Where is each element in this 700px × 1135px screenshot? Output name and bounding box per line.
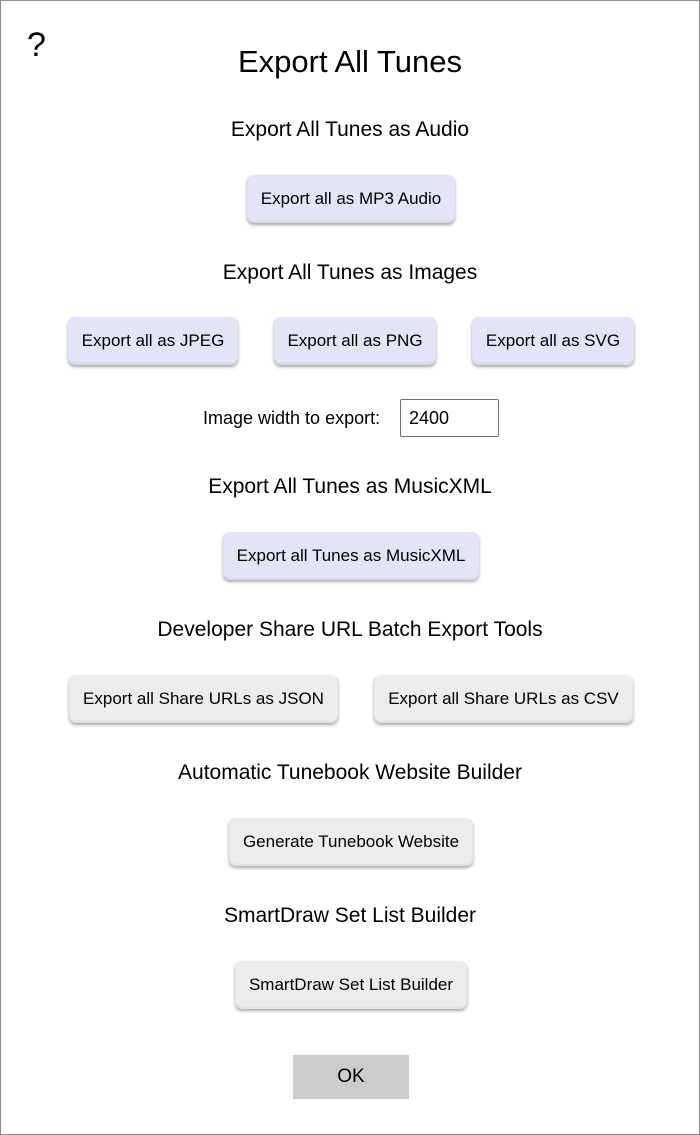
image-width-input[interactable] bbox=[400, 399, 499, 437]
export-jpeg-button[interactable]: Export all as JPEG bbox=[68, 317, 238, 365]
website-builder-section-heading: Automatic Tunebook Website Builder bbox=[178, 761, 522, 784]
export-png-button[interactable]: Export all as PNG bbox=[274, 317, 436, 365]
ok-button[interactable]: OK bbox=[293, 1055, 409, 1099]
help-button[interactable]: ? bbox=[27, 26, 46, 64]
audio-section-heading: Export All Tunes as Audio bbox=[230, 118, 470, 141]
export-svg-button[interactable]: Export all as SVG bbox=[472, 317, 634, 365]
export-musicxml-button[interactable]: Export all Tunes as MusicXML bbox=[223, 532, 479, 580]
musicxml-section-heading: Export All Tunes as MusicXML bbox=[208, 475, 492, 498]
dialog-title: Export All Tunes bbox=[237, 44, 462, 79]
generate-tunebook-website-button[interactable]: Generate Tunebook Website bbox=[229, 818, 473, 866]
export-share-urls-csv-button[interactable]: Export all Share URLs as CSV bbox=[374, 675, 633, 723]
image-width-label: Image width to export: bbox=[203, 408, 381, 428]
setlist-builder-section-heading: SmartDraw Set List Builder bbox=[223, 904, 477, 927]
share-urls-section-heading: Developer Share URL Batch Export Tools bbox=[157, 618, 543, 641]
images-section-heading: Export All Tunes as Images bbox=[222, 261, 478, 284]
export-mp3-button[interactable]: Export all as MP3 Audio bbox=[247, 175, 455, 223]
smartdraw-set-list-builder-button[interactable]: SmartDraw Set List Builder bbox=[235, 961, 467, 1009]
export-share-urls-json-button[interactable]: Export all Share URLs as JSON bbox=[69, 675, 338, 723]
image-width-row: Image width to export: bbox=[1, 399, 699, 437]
